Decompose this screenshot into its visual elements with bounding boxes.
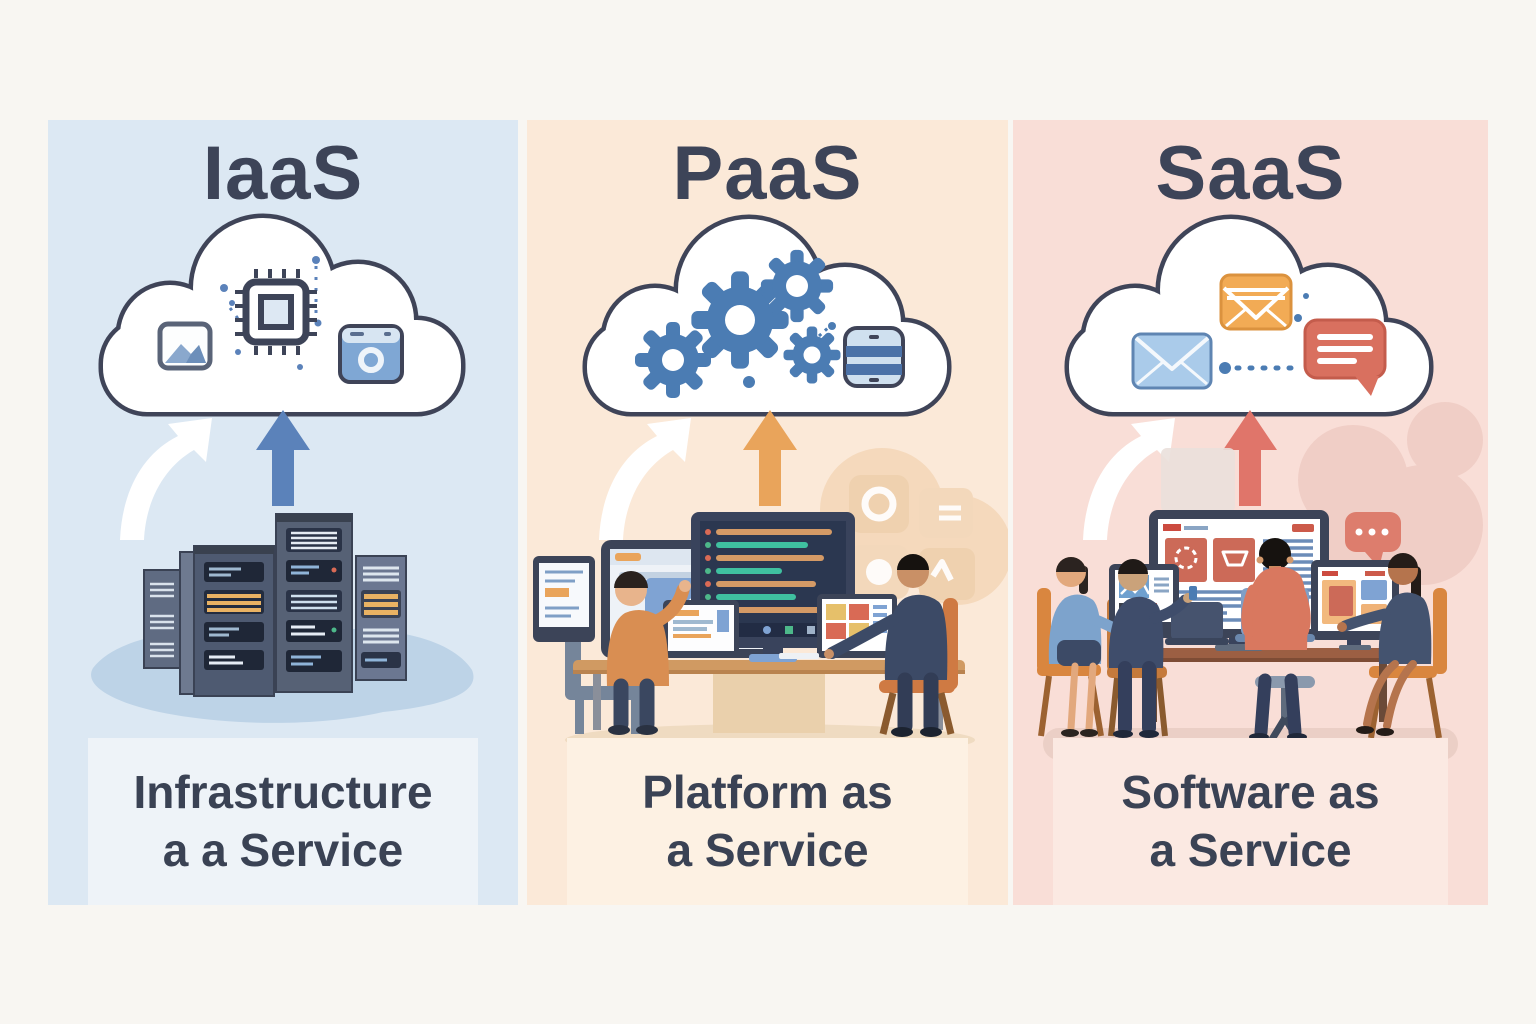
caption-line: Infrastructure [133, 765, 433, 818]
person-man-left [1108, 559, 1197, 738]
image-icon [157, 321, 213, 371]
storage-drive-icon [338, 324, 404, 384]
dotted-connector [1219, 293, 1309, 374]
saas-illustration [1037, 120, 1483, 760]
server-tower [355, 555, 407, 681]
caption-line: a Service [666, 823, 869, 876]
server-racks-illustration [91, 513, 474, 723]
column-iaas: IaaS [48, 120, 518, 905]
server-tower [179, 545, 275, 697]
keyboard [779, 653, 819, 659]
upload-arrow-icon [256, 410, 310, 506]
email-envelope-blue-icon [1131, 332, 1213, 390]
iaas-illustration [91, 120, 474, 723]
iaas-caption: Infrastructure a a Service [88, 738, 478, 905]
growth-arrow-icon [120, 418, 212, 540]
database-icon [843, 326, 905, 388]
server-tower [143, 569, 181, 669]
saas-title: SaaS [1155, 131, 1346, 216]
server-tower [275, 513, 353, 693]
monitor-small-left [533, 556, 595, 642]
person-woman-right [1337, 553, 1432, 736]
chair [1037, 588, 1104, 737]
team-illustration [1037, 510, 1458, 760]
upload-arrow-icon [1223, 410, 1277, 506]
paas-title: PaaS [672, 131, 863, 216]
person-man-center [1241, 538, 1311, 741]
growth-arrow-icon [599, 418, 691, 540]
caption-line: a a Service [162, 823, 404, 876]
column-paas: PaaS [527, 120, 1008, 905]
desk [573, 660, 965, 733]
iaas-title: IaaS [202, 131, 364, 216]
caption-line: Platform as [642, 765, 893, 818]
cpu-chip-icon [235, 269, 317, 355]
email-envelope-orange-icon [1219, 273, 1293, 331]
circuit-traces [220, 256, 322, 370]
monitor-list [663, 600, 739, 658]
caption-line: a Service [1149, 823, 1352, 876]
gear-icons [635, 249, 841, 398]
growth-arrow-icon [1083, 418, 1175, 540]
caption-line: Software as [1121, 765, 1380, 818]
laptop [1165, 602, 1229, 645]
person-developer-right [824, 554, 948, 737]
paas-caption: Platform as a Service [567, 738, 968, 905]
saas-caption: Software as a Service [1053, 738, 1448, 905]
chat-message-icon [1303, 318, 1387, 396]
column-saas: SaaS [1013, 120, 1488, 905]
person-developer-left [606, 571, 691, 735]
upload-arrow-icon [743, 410, 797, 506]
